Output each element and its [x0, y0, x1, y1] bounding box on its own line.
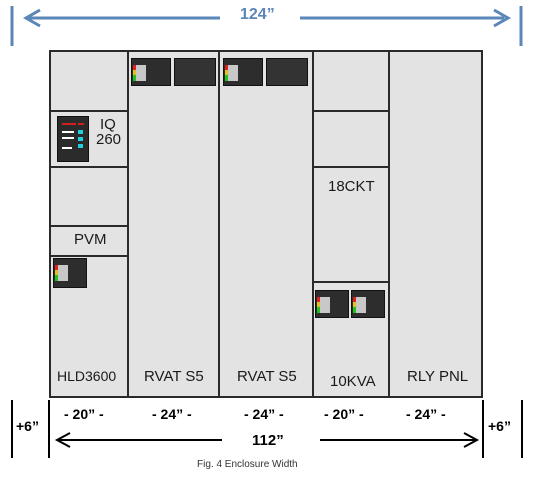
- divider: [49, 225, 129, 227]
- section-width-5: - 24” -: [406, 406, 446, 422]
- bottom-width-label: 112”: [252, 432, 284, 449]
- right-edge-line: [521, 400, 523, 458]
- iq-model-label: 260: [96, 131, 122, 148]
- rvat1-block-icon: [174, 58, 216, 86]
- panel-column-1: [49, 50, 129, 398]
- kva-label: 10KVA: [330, 373, 376, 390]
- panel-rvat-2: [218, 50, 314, 398]
- left-extra-label: +6”: [16, 418, 39, 434]
- iq-meter-icon: [57, 116, 89, 162]
- divider: [49, 110, 129, 112]
- section-width-3: - 24” -: [244, 406, 284, 422]
- kva-device-icon-2: [351, 290, 385, 318]
- hld-label: HLD3600: [57, 368, 117, 384]
- section-width-2: - 24” -: [152, 406, 192, 422]
- panel-rvat-1: [127, 50, 220, 398]
- top-dimension: 124”: [0, 0, 537, 50]
- rvat2-block-icon: [266, 58, 308, 86]
- pvm-label: PVM: [74, 231, 107, 248]
- divider: [312, 110, 390, 112]
- rvat1-device-icon: [131, 58, 171, 86]
- divider: [49, 166, 129, 168]
- rly-label: RLY PNL: [407, 368, 469, 385]
- ckt-label: 18CKT: [328, 178, 375, 195]
- figure-caption: Fig. 4 Enclosure Width: [197, 459, 298, 470]
- hld-device-icon: [53, 258, 87, 288]
- right-extra-label: +6”: [488, 418, 511, 434]
- right-panel-edge-line: [482, 400, 484, 458]
- left-panel-edge-line: [48, 400, 50, 458]
- section-width-1: - 20” -: [64, 406, 104, 422]
- iq-label: IQ: [100, 116, 116, 133]
- panel-column-4: [312, 50, 390, 398]
- top-width-label: 124”: [240, 6, 275, 23]
- left-edge-line: [11, 400, 13, 458]
- rvat2-label: RVAT S5: [237, 368, 297, 385]
- rvat2-device-icon: [223, 58, 263, 86]
- top-arrow-line: [10, 6, 523, 46]
- bottom-arrow-line: [54, 432, 480, 448]
- divider: [312, 166, 390, 168]
- divider: [49, 255, 129, 257]
- divider: [312, 281, 390, 283]
- section-width-4: - 20” -: [324, 406, 364, 422]
- kva-device-icon-1: [315, 290, 349, 318]
- rvat1-label: RVAT S5: [144, 368, 204, 385]
- panel-rly: [388, 50, 483, 398]
